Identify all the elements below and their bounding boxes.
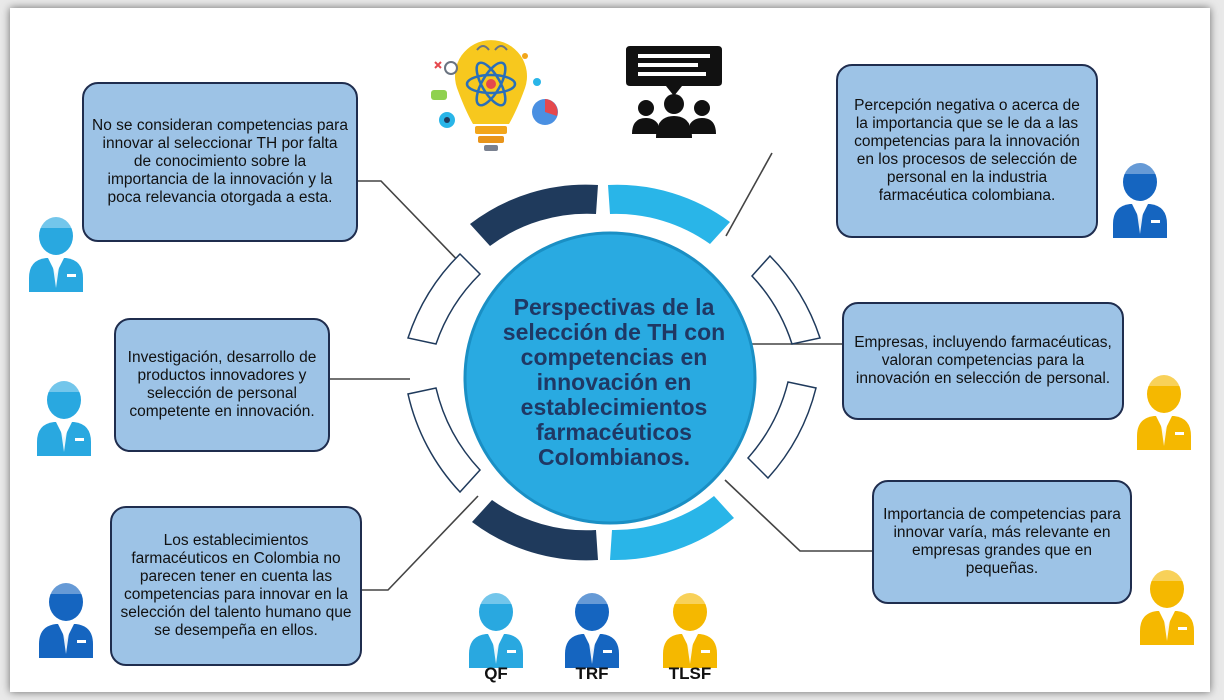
diagram-frame: No se consideran competencias para innov… [10, 8, 1210, 692]
arc-cyan-bottom [610, 496, 734, 561]
box-left-bottom-text: Los establecimientos farmacéuticos en Co… [120, 532, 352, 639]
connector-right-top [725, 152, 773, 237]
box-right-bottom-text: Importancia de competencias para innovar… [883, 506, 1121, 577]
arc-outline-lower-left [407, 387, 482, 494]
legend-label-qf: QF [484, 664, 508, 683]
ring-segments [407, 184, 821, 561]
center-circle [463, 231, 757, 525]
box-left-middle-text: Investigación, desarrollo de productos i… [127, 349, 317, 420]
connector-lines [329, 152, 872, 591]
person-icon-left-bottom [39, 579, 93, 658]
lightbulb-atom-icon [431, 40, 558, 151]
box-left-top-text: No se consideran competencias para innov… [92, 117, 348, 206]
arc-outline-upper-left [407, 252, 482, 345]
arc-cyan-top [608, 184, 730, 244]
connector-right-bottom [724, 479, 872, 552]
diagram-canvas [29, 40, 1194, 668]
person-icon-right-top [1113, 159, 1167, 238]
box-left-middle: Investigación, desarrollo de productos i… [114, 318, 330, 452]
legend-icon-trf [565, 589, 619, 668]
center-title: Perspectivas de la selección de TH con c… [502, 293, 726, 470]
legend-label-trf: TRF [575, 664, 609, 683]
box-left-bottom: Los establecimientos farmacéuticos en Co… [110, 506, 362, 666]
person-icon-left-middle [37, 377, 91, 456]
legend-icon-tlsf [663, 589, 717, 668]
box-right-bottom: Importancia de competencias para innovar… [872, 480, 1132, 604]
group-chat-icon [626, 46, 722, 138]
person-icon-left-top [29, 213, 83, 292]
person-icon-right-bottom [1140, 566, 1194, 645]
arc-outline-upper-right [750, 254, 821, 345]
arc-dark-bottom [472, 500, 598, 561]
box-right-top: Percepción negativa o acerca de la impor… [836, 64, 1098, 238]
legend-label-tlsf: TLSF [668, 664, 712, 683]
connector-left-top [357, 180, 469, 272]
box-left-top: No se consideran competencias para innov… [82, 82, 358, 242]
arc-outline-lower-right [746, 381, 817, 480]
arc-dark-top [470, 184, 598, 246]
connector-left-bottom [361, 495, 479, 591]
person-icon-right-middle [1137, 371, 1191, 450]
box-right-middle-text: Empresas, incluyendo farmacéuticas, valo… [854, 334, 1112, 387]
box-right-top-text: Percepción negativa o acerca de la impor… [854, 97, 1080, 204]
box-right-middle: Empresas, incluyendo farmacéuticas, valo… [842, 302, 1124, 420]
legend-icon-qf [469, 589, 523, 668]
